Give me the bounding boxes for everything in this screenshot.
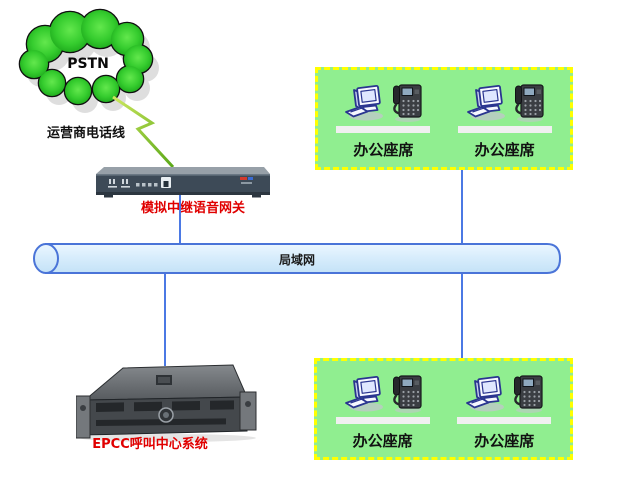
desk-bar <box>335 417 430 424</box>
pstn-label: PSTN <box>67 56 109 72</box>
seat-label: 办公座席 <box>474 432 535 450</box>
desk-bar <box>457 126 552 133</box>
desktop-computer-icon <box>342 374 388 414</box>
agent-seat: 办公座席 <box>448 370 560 451</box>
seat-icons <box>342 79 424 123</box>
agent-seat: 办公座席 <box>327 79 439 160</box>
seat-icons <box>342 370 424 414</box>
ip-phone-icon <box>390 83 424 123</box>
server-label: EPCC呼叫中心系统 <box>92 437 208 452</box>
seat-icons <box>463 370 545 414</box>
ip-phone-icon <box>511 374 545 414</box>
phone-line-bolt-icon <box>112 95 175 169</box>
lan-cylinder-icon <box>33 243 562 274</box>
agent-seat: 办公座席 <box>449 79 561 160</box>
seat-label: 办公座席 <box>474 141 535 159</box>
desktop-computer-icon <box>342 83 388 123</box>
desk-bar <box>457 417 552 424</box>
seat-label: 办公座席 <box>352 432 413 450</box>
agent-seat: 办公座席 <box>327 370 439 451</box>
desktop-computer-icon <box>463 374 509 414</box>
ip-phone-icon <box>512 83 546 123</box>
carrier-line-label: 运营商电话线 <box>46 126 125 141</box>
ip-phone-icon <box>390 374 424 414</box>
seat-icons <box>464 79 546 123</box>
connector-gateway-lan <box>179 195 181 245</box>
connector-lan-server <box>164 272 166 366</box>
rack-server-icon <box>76 364 257 442</box>
agent-group-box-top: 办公座席 办公座席 <box>315 67 573 170</box>
seat-label: 办公座席 <box>353 141 414 159</box>
connector-topbox-lan <box>461 170 463 245</box>
desktop-computer-icon <box>464 83 510 123</box>
gateway-label: 模拟中继语音网关 <box>140 201 245 216</box>
connector-lan-bottombox <box>461 272 463 359</box>
desk-bar <box>336 126 431 133</box>
agent-group-box-bottom: 办公座席 办公座席 <box>314 358 573 460</box>
voice-gateway-device-icon <box>96 167 270 198</box>
pstn-cloud-icon <box>18 8 159 113</box>
lan-label: 局域网 <box>278 253 315 267</box>
